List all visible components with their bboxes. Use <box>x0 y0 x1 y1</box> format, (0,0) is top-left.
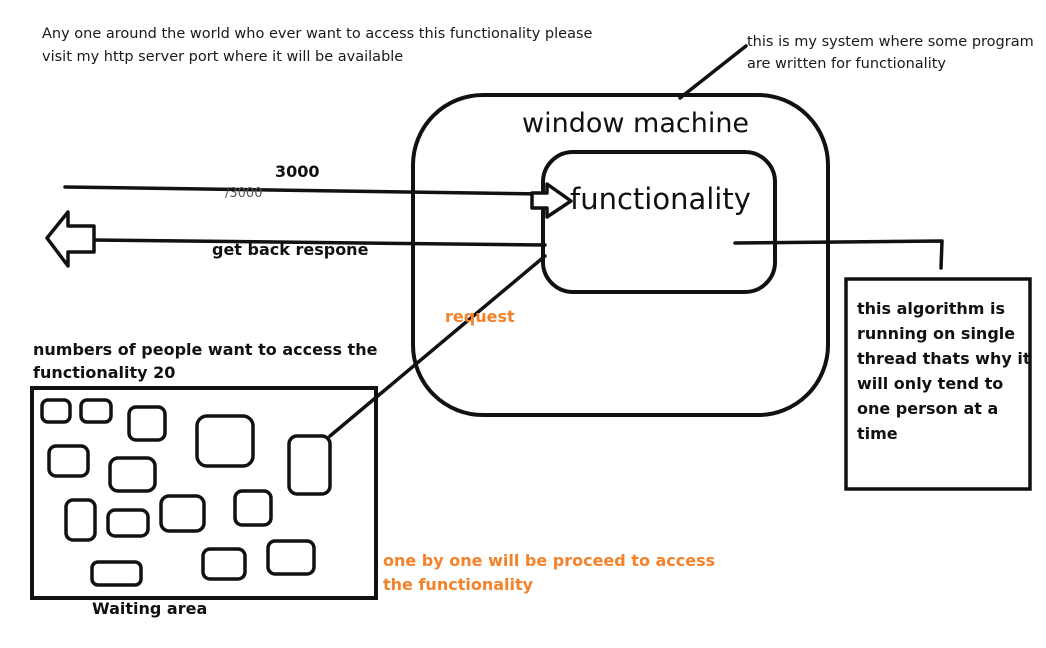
response-arrow-head <box>45 210 96 268</box>
person <box>79 398 113 424</box>
algorithm-note-line: running on single <box>857 324 1016 343</box>
port-sub-label: /3000 <box>225 186 263 201</box>
person <box>201 547 247 581</box>
top-right-note-line2: are written for functionality <box>747 56 946 72</box>
functionality-label: functionality <box>570 182 751 216</box>
algorithm-note-line: will only tend to <box>857 374 1004 393</box>
waiting-area-label: Waiting area <box>92 599 208 618</box>
top-right-note-line1: this is my system where some program <box>747 34 1034 50</box>
proceed-note-line1: one by one will be proceed to access <box>383 551 716 570</box>
algorithm-note-box <box>844 277 1032 491</box>
top-left-note-line2: visit my http server port where it will … <box>42 49 404 65</box>
incoming-port-line <box>63 185 547 196</box>
waiting-heading-line1: numbers of people want to access the <box>33 340 378 359</box>
request-label: request <box>445 307 515 326</box>
algorithm-note-line: this algorithm is <box>857 299 1006 318</box>
person <box>47 444 90 478</box>
person <box>266 539 316 576</box>
waiting-people <box>40 398 332 587</box>
waiting-heading-line2: functionality 20 <box>33 363 176 382</box>
person <box>159 494 206 533</box>
response-line <box>90 238 547 247</box>
response-label: get back respone <box>212 240 369 259</box>
person <box>40 398 72 424</box>
algorithm-connector <box>733 239 944 270</box>
window-machine-box <box>411 93 830 417</box>
incoming-arrow-head <box>530 182 573 219</box>
person <box>287 434 332 496</box>
algorithm-note-line: one person at a <box>857 399 999 418</box>
person <box>106 508 150 538</box>
person <box>195 414 255 468</box>
algorithm-note-text: this algorithm is running on single thre… <box>857 296 1030 446</box>
functionality-box <box>541 150 777 294</box>
algorithm-note-line: time <box>857 424 898 443</box>
person <box>90 560 143 587</box>
algorithm-note-line: thread thats why it <box>857 349 1031 368</box>
waiting-area-box <box>30 386 378 600</box>
request-line <box>328 254 547 438</box>
person <box>108 456 157 493</box>
person <box>64 498 97 542</box>
machine-title: window machine <box>522 108 750 139</box>
person <box>127 405 167 442</box>
port-label: 3000 <box>275 162 320 181</box>
person <box>233 489 273 527</box>
note-pointer-line <box>678 44 748 100</box>
top-left-note-line1: Any one around the world who ever want t… <box>42 26 593 42</box>
proceed-note-line2: the functionality <box>383 575 534 594</box>
